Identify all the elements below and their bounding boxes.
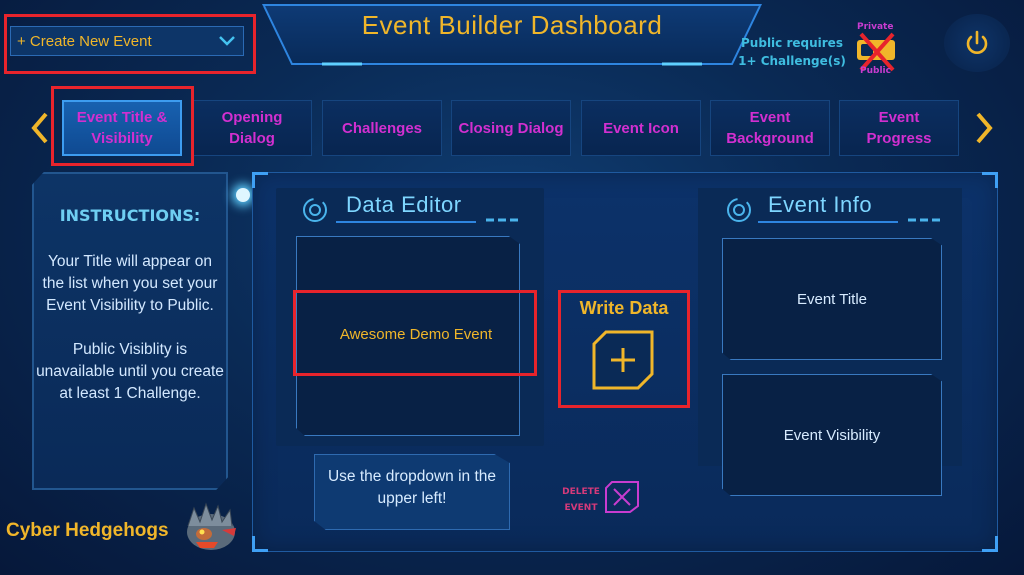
event-title-field[interactable]: Event Title [722,238,942,360]
hint-text: Use the dropdown in the upper left! [327,468,497,507]
target-ring-icon [727,198,751,222]
dropdown-selected-label: + Create New Event [17,32,152,50]
visibility-private-label: Private [857,22,894,32]
chevron-left-icon[interactable] [28,108,52,148]
public-requirement-note: Public requires 1+ Challenge(s) [738,36,846,68]
frame-corner [252,172,268,188]
visibility-toggle-icon[interactable] [853,22,899,80]
instructions-paragraph: Your Title will appear on the list when … [42,253,218,314]
instructions-title: INSTRUCTIONS: [59,206,201,225]
tab-event-background[interactable]: Event Background [710,100,830,156]
write-data-highlight [558,290,690,408]
tab-event-icon[interactable]: Event Icon [581,100,701,156]
write-data-label: Write Data [579,298,669,318]
title-underline [758,218,940,223]
dropdown-highlight [4,14,256,74]
create-event-dropdown[interactable]: + Create New Event [10,26,244,56]
page-title: Event Builder Dashboard [361,10,663,40]
power-icon [966,30,988,54]
close-icon [613,488,631,506]
tab-challenges[interactable]: Challenges [322,100,442,156]
chevron-right-icon[interactable] [972,108,996,148]
tab-closing-dialog[interactable]: Closing Dialog [451,100,571,156]
event-title-value[interactable]: Awesome Demo Event [339,326,493,343]
delete-event-label: DELETE EVENT [562,487,600,513]
tab-event-title-visibility[interactable]: Event Title & Visibility [62,100,182,156]
active-tab-highlight [51,86,194,166]
frame-corner [252,536,268,552]
tab-event-progress[interactable]: Event Progress [839,100,959,156]
delete-event-button[interactable] [604,480,640,514]
instructions-panel [32,172,228,490]
hedgehog-logo-icon [187,502,236,550]
brand-name: Cyber Hedgehogs [6,520,169,541]
title-underline [336,218,518,223]
instructions-body: Your Title will appear on the list when … [36,251,224,427]
hint-box [314,454,510,530]
event-info-title: Event Info [768,192,873,217]
write-data-button[interactable] [592,330,654,390]
data-value-highlight [293,290,537,376]
frame-corner [982,536,998,552]
event-visibility-field[interactable]: Event Visibility [722,374,942,496]
data-value-box[interactable] [296,236,520,436]
data-editor-title: Data Editor [346,192,462,217]
chevron-down-icon [219,36,235,46]
visibility-public-label: Public [860,66,891,76]
instructions-paragraph: Public Visiblity is unavailable until yo… [36,341,224,402]
power-button[interactable] [944,14,1010,72]
target-ring-icon [303,198,327,222]
tab-opening-dialog[interactable]: Opening Dialog [192,100,312,156]
frame-corner [982,172,998,188]
glow-indicator [236,188,250,202]
plus-icon [611,348,635,372]
